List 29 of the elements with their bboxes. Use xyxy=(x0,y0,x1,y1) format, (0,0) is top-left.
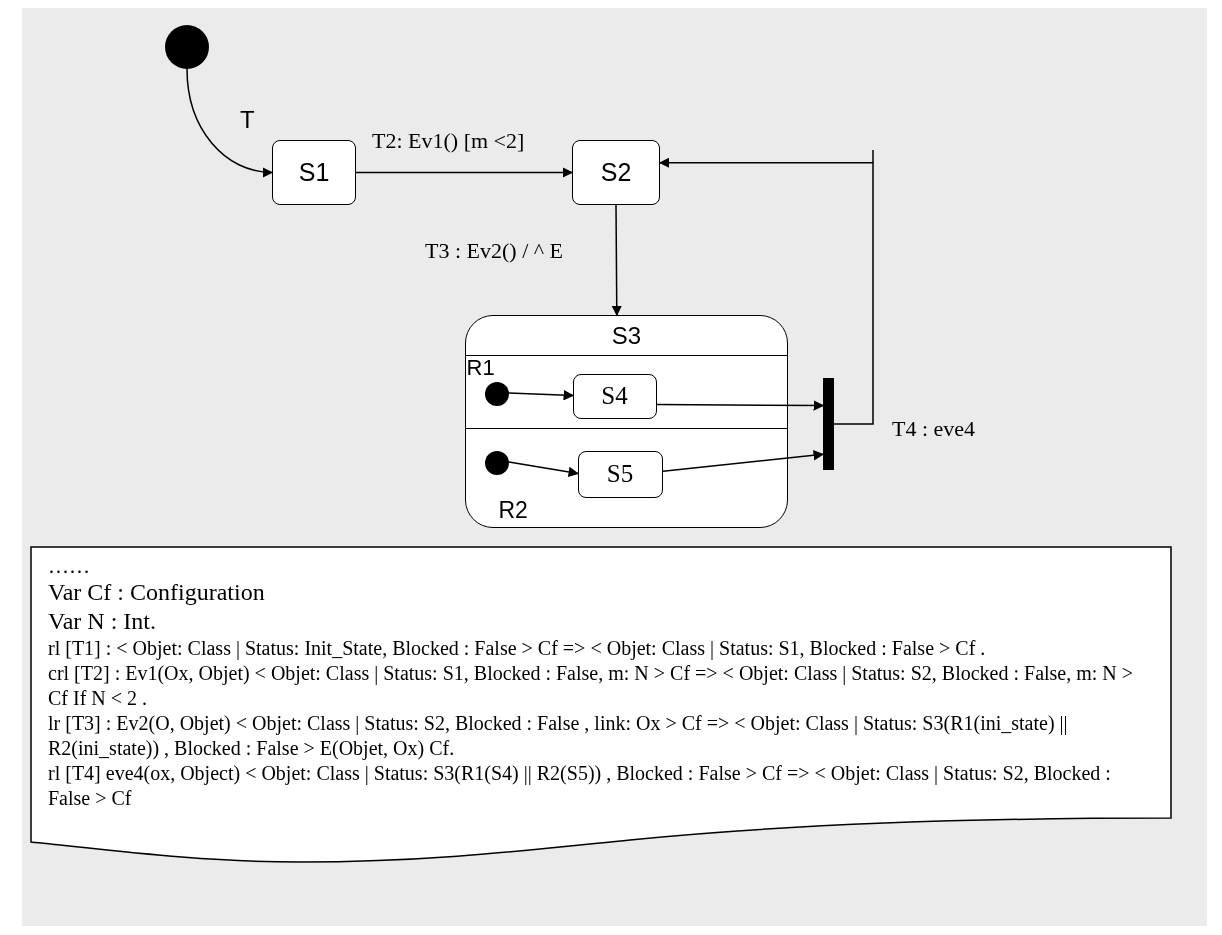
state-name: S3 xyxy=(611,321,642,351)
state-name: S2 xyxy=(600,156,632,188)
note-text: …… xyxy=(48,554,91,578)
note-text: crl [T2] : Ev1(Ox, Objet) < Objet: Class | Status: S1, Blocked : False, m: N > Cf => < Objet: Class | Status: S2, Blocked : False, m: N > Cf If N < 2 . xyxy=(48,661,1135,711)
note-text: rl [T1] : < Objet: Class | Status: Init_State, Blocked : False > Cf => < Objet: Class | Status: S1, Blocked : False > Cf . xyxy=(48,636,987,661)
note-text: Var N : Int. xyxy=(48,607,157,636)
transition-arrow xyxy=(355,167,574,178)
state-name: S1 xyxy=(298,156,330,188)
state-box xyxy=(272,140,356,205)
composite-state xyxy=(465,315,788,528)
transition-arrow xyxy=(508,389,575,401)
state-name: S5 xyxy=(606,459,634,490)
region-name: R2 xyxy=(498,498,528,522)
note-document xyxy=(30,546,1172,866)
state-box xyxy=(572,373,657,419)
state-box xyxy=(577,450,663,498)
note-text: rl [T4] eve4(ox, Object) < Objet: Class | Status: S3(R1(S4) || R2(S5)) , Blocked : False > Cf => < Objet: Class | Status: S2, Blocked : False > Cf xyxy=(48,761,1112,811)
transition-arrow xyxy=(658,157,874,425)
note-text: Var Cf : Configuration xyxy=(48,578,266,607)
note-text: lr [T3] : Ev2(O, Objet) < Objet: Class | Status: S2, Blocked : False , link: Ox > Cf => < Objet: Class | Status: S3(R1(ini_state) || R2(ini_state)) , Blocked : False > E(Objet, Ox) Cf. xyxy=(48,711,1069,761)
transition-arrow xyxy=(656,400,825,411)
fork-bar xyxy=(823,378,834,470)
transition-arrow xyxy=(186,68,274,177)
transition-arrow xyxy=(611,204,622,317)
region-name: R1 xyxy=(466,356,495,379)
state-box xyxy=(572,140,660,205)
state-name: S4 xyxy=(601,381,628,412)
transition-arrow xyxy=(508,461,580,478)
transition-arrow xyxy=(662,450,825,472)
